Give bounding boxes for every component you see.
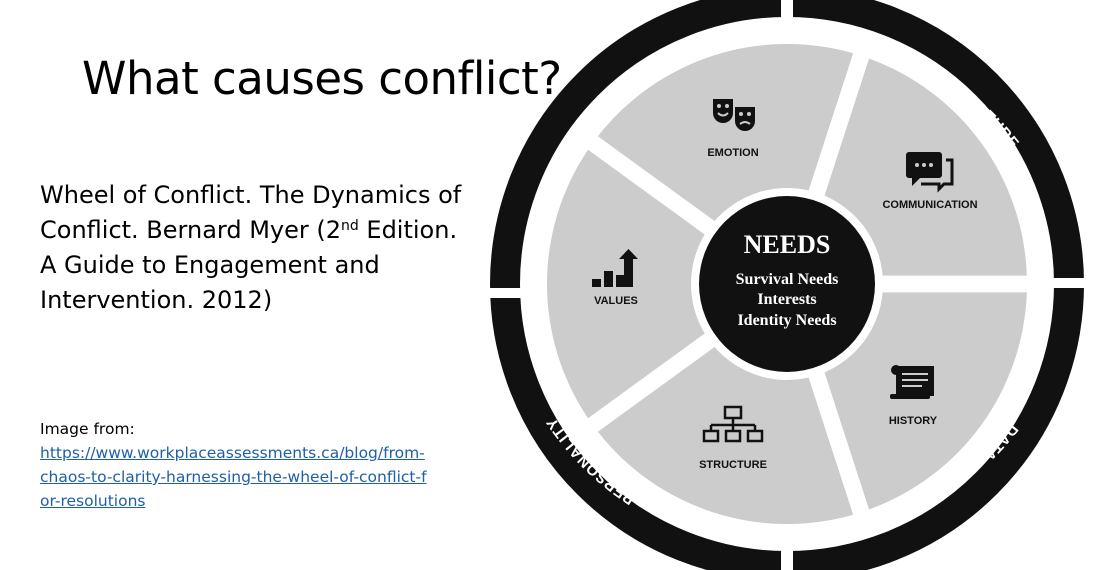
citation-text: Wheel of Conflict. The Dynamics of Confl… — [40, 178, 480, 318]
segment-label-emotion: EMOTION — [707, 147, 758, 159]
hub-item-identity: Identity Needs — [737, 312, 836, 329]
slide-title: What causes conflict? — [82, 52, 562, 105]
segments — [547, 44, 1027, 524]
segment-history — [824, 292, 1027, 510]
hub-item-survival: Survival Needs — [736, 271, 839, 288]
hub-item-interests: Interests — [757, 291, 816, 308]
citation-superscript: nd — [341, 218, 359, 234]
segment-label-values: VALUES — [594, 295, 638, 307]
segment-label-history: HISTORY — [889, 415, 938, 427]
ring-gap-horizontal-right — [1010, 278, 1120, 288]
citation-part-2: Edition. A Guide to Engagement and Inter… — [40, 216, 458, 314]
source-label: Image from: — [40, 420, 135, 438]
theater-masks-icon — [713, 99, 755, 131]
speech-bubble-icon — [906, 152, 954, 193]
citation-part-1: Wheel of Conflict. The Dynamics of Confl… — [40, 181, 462, 244]
segment-label-structure: STRUCTURE — [699, 459, 767, 471]
segment-label-communication: COMMUNICATION — [882, 199, 977, 211]
growth-bars-icon — [592, 249, 638, 287]
needs-hub-border — [692, 189, 882, 379]
source-link[interactable]: https://www.workplaceassessments.ca/blog… — [40, 444, 427, 510]
scroll-icon — [890, 365, 934, 399]
needs-hub — [699, 196, 875, 372]
org-chart-icon — [702, 405, 764, 443]
image-source: Image from: https://www.workplaceassessm… — [40, 417, 430, 513]
hub-title: NEEDS — [744, 230, 831, 259]
segment-emotion — [597, 44, 854, 222]
